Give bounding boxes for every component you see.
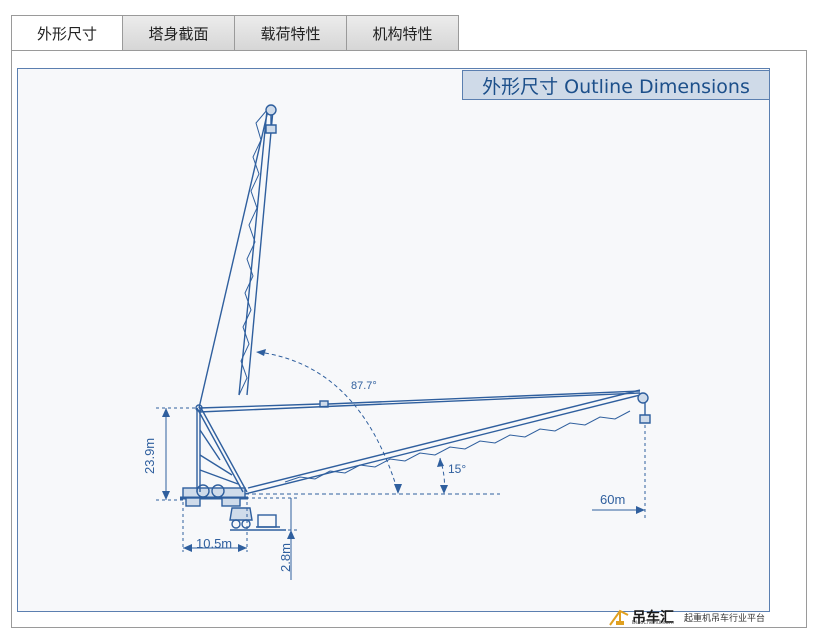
width-arrowheads (183, 544, 247, 552)
tab-load-characteristics[interactable]: 载荷特性 (235, 15, 347, 51)
base-height-label: 2.8m (278, 543, 293, 572)
drawing-frame (17, 68, 770, 612)
angle-luffing-label: 87.7° (351, 380, 377, 392)
base-height-arrowheads (287, 530, 295, 539)
height-label: 23.9m (142, 438, 157, 474)
drawing-title: 外形尺寸 Outline Dimensions (462, 70, 770, 100)
height-dimension (156, 407, 198, 501)
width-label: 10.5m (196, 536, 232, 551)
lowered-boom (198, 389, 651, 495)
angle-low-label: 15° (448, 462, 466, 476)
height-arrowheads (162, 408, 170, 500)
watermark-slogan: 起重机吊车行业平台 (684, 613, 766, 624)
watermark-brand: 吊车汇 (632, 610, 674, 626)
radius-label: 60m (600, 492, 625, 507)
crane-base (180, 484, 286, 531)
angle-arrowheads (256, 349, 448, 494)
tab-outline-dimensions[interactable]: 外形尺寸 (11, 15, 123, 52)
radius-arrowheads (636, 506, 645, 514)
raised-boom (198, 104, 277, 409)
watermark-url: DiaoCheHui.com (632, 620, 674, 626)
crane-logo-icon (609, 609, 629, 626)
watermark-logo: 吊车汇 DiaoCheHui.com 起重机吊车行业平台 (608, 605, 765, 629)
tab-mechanism-characteristics[interactable]: 机构特性 (347, 15, 459, 51)
crane-mast (195, 404, 248, 493)
tab-bar: 外形尺寸 塔身截面 载荷特性 机构特性 (11, 15, 459, 52)
width-dimension (182, 502, 248, 552)
